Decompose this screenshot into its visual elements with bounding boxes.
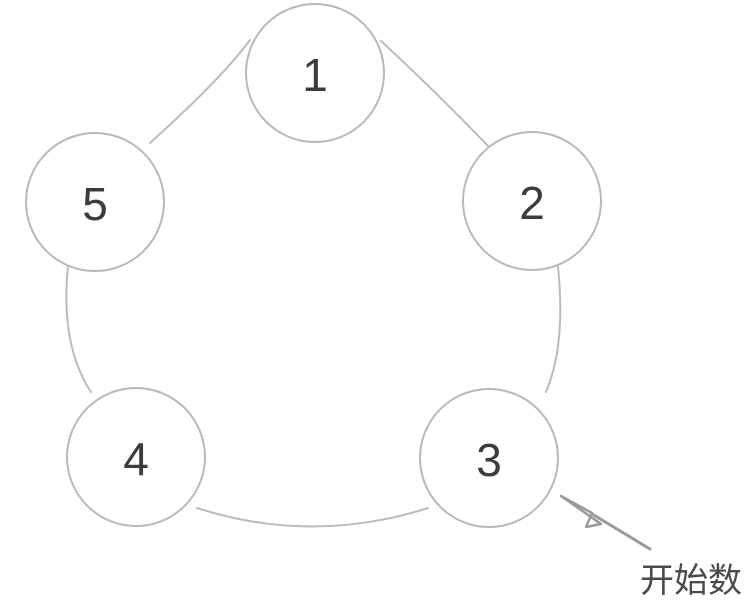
node-2[interactable]: 2 — [462, 131, 602, 271]
arrow-head-icon — [559, 494, 603, 529]
start-pointer-annotation — [559, 494, 652, 551]
node-2-circle[interactable] — [462, 131, 602, 271]
edge-4-to-5 — [65, 265, 92, 393]
edge-3-to-4 — [196, 507, 429, 528]
node-2-label: 2 — [519, 177, 545, 229]
node-1-circle[interactable] — [245, 3, 385, 143]
ring-edges — [65, 39, 562, 528]
node-4[interactable]: 4 — [66, 387, 206, 527]
start-label: 开始数 — [640, 561, 742, 601]
node-3-circle[interactable] — [419, 388, 559, 528]
edge-1-to-2 — [380, 40, 493, 151]
node-1-label: 1 — [302, 49, 328, 101]
node-5-circle[interactable] — [25, 132, 165, 272]
node-4-circle[interactable] — [66, 387, 206, 527]
node-3[interactable]: 3 — [419, 388, 559, 528]
arrow-shaft — [590, 512, 652, 551]
edge-2-to-3 — [545, 266, 562, 393]
node-5[interactable]: 5 — [25, 132, 165, 272]
node-1[interactable]: 1 — [245, 3, 385, 143]
node-3-label: 3 — [476, 434, 502, 486]
node-5-label: 5 — [82, 178, 108, 230]
node-4-label: 4 — [123, 433, 149, 485]
edge-5-to-1 — [149, 39, 251, 144]
